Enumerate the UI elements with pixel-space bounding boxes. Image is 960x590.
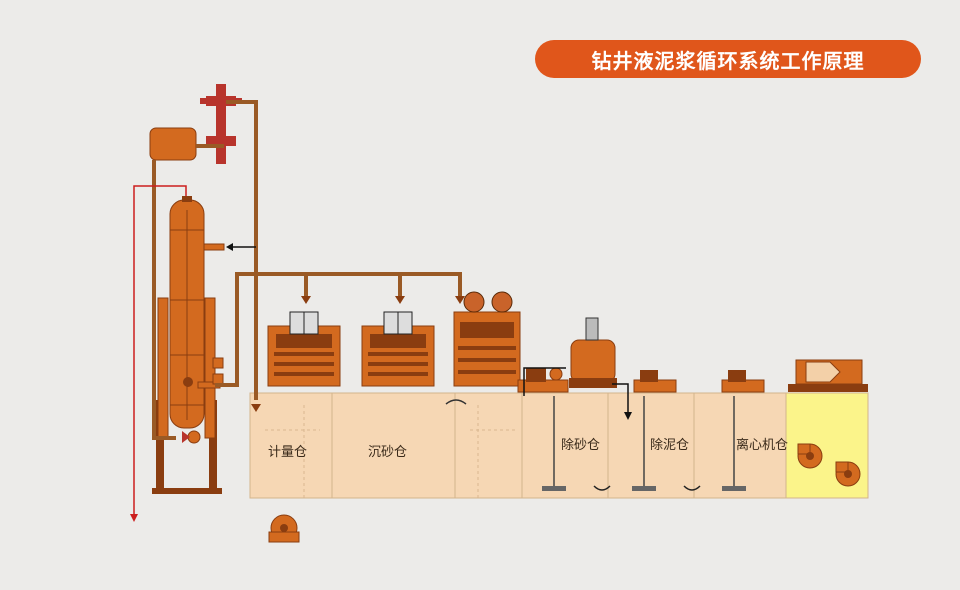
shale-shaker-3 xyxy=(453,291,521,387)
centrifugal-pump-icon xyxy=(835,461,861,487)
label-sand-settling: 沉砂仓 xyxy=(368,445,407,460)
flow-arrows xyxy=(251,296,465,412)
tank-shaker-section xyxy=(454,392,523,499)
label-centrifuge: 离心机仓 xyxy=(736,437,788,453)
arrow-down-icon xyxy=(301,296,311,304)
tank-metering xyxy=(249,392,333,499)
feed-pump-centrifuge xyxy=(721,370,765,393)
tank-desilter xyxy=(607,392,695,499)
arrow-down-icon xyxy=(395,296,405,304)
centrifugal-pump-icon xyxy=(797,443,823,469)
label-desilter: 除泥仓 xyxy=(650,438,689,453)
agitator-icon xyxy=(542,486,566,491)
diagram-title: 钻井液泥浆循环系统工作原理 xyxy=(535,40,921,78)
centrifugal-pump-icon xyxy=(268,514,300,543)
arrow-down-icon xyxy=(624,412,632,420)
top-buffer-tank xyxy=(149,127,197,161)
valve-icon xyxy=(182,430,201,444)
arrow-down-icon xyxy=(251,404,261,412)
separator-column xyxy=(152,196,225,494)
shale-shaker-2 xyxy=(361,311,435,387)
return-line xyxy=(133,185,187,516)
desander-unit xyxy=(569,317,617,388)
mixing-arrows xyxy=(593,485,701,491)
agitator-shafts xyxy=(553,396,735,490)
centrifuge-unit xyxy=(788,359,868,392)
feed-pump-desander xyxy=(517,367,569,393)
tank-desander xyxy=(521,392,609,499)
agitator-icon xyxy=(632,486,656,491)
label-desander: 除砂仓 xyxy=(561,438,600,453)
valve-assembly-top xyxy=(200,84,242,164)
shale-shaker-1 xyxy=(267,311,341,387)
arrow-down-icon xyxy=(130,514,138,522)
label-metering: 计量仓 xyxy=(268,445,307,460)
agitator-icon xyxy=(722,486,746,491)
tank-row xyxy=(249,392,869,499)
arrow-left-icon xyxy=(226,243,233,251)
arrow-down-icon xyxy=(455,296,465,304)
feed-pump-desilter xyxy=(633,370,677,393)
tank-inner-lines xyxy=(265,405,515,498)
agitator-blades xyxy=(542,486,746,491)
agitator-icon xyxy=(445,399,467,405)
pipe-network xyxy=(152,100,462,440)
tank-centrifuge-feed xyxy=(693,392,787,499)
